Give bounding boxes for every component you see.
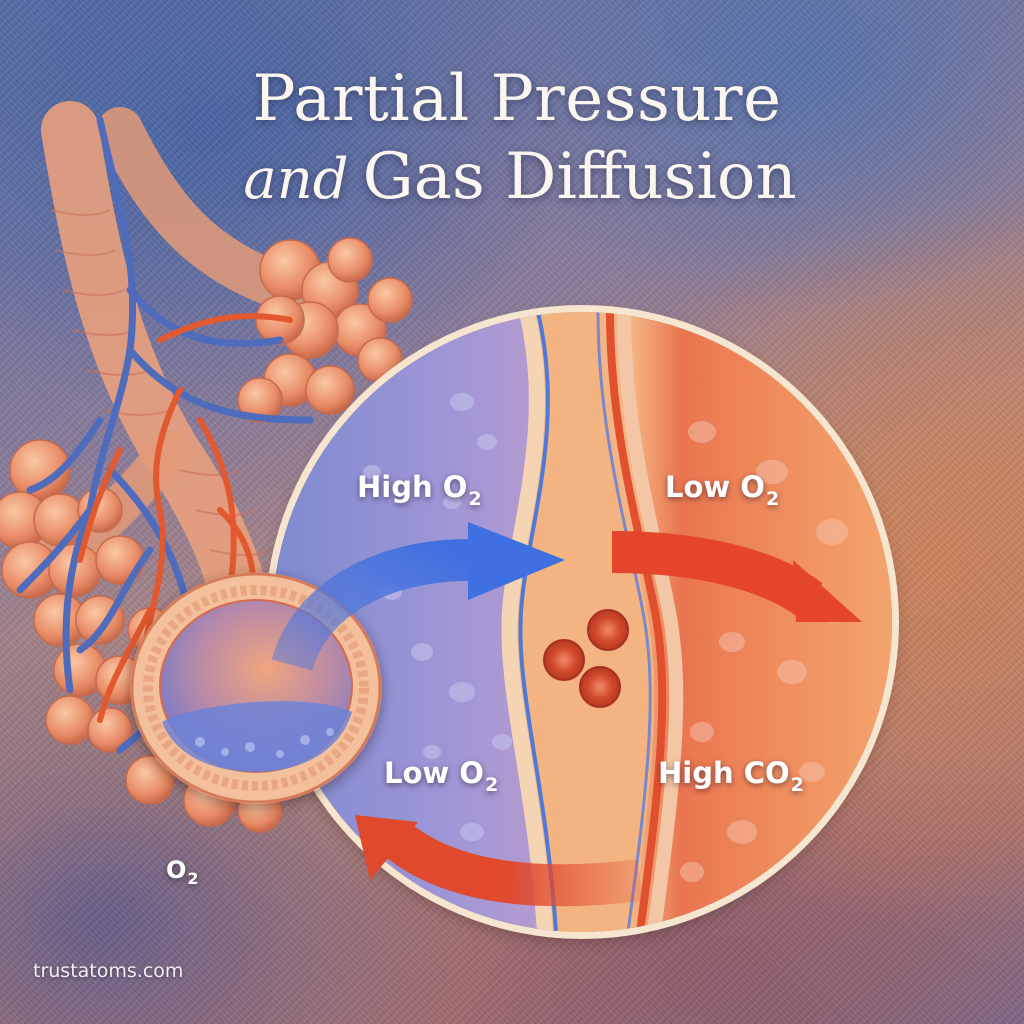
label-o2-molecule: O2 xyxy=(166,856,199,888)
label-high-co2-blood: High CO2 xyxy=(658,756,804,796)
red-blood-cells xyxy=(543,609,629,708)
title-line-1: Partial Pressure xyxy=(252,62,782,136)
label-low-o2-blood: Low O2 xyxy=(665,470,780,510)
bronchiole-illustration xyxy=(0,101,413,833)
watermark: trustatoms.com xyxy=(33,960,184,982)
title-italic-word: and xyxy=(243,147,349,212)
alveolus-cross-section xyxy=(130,572,382,804)
label-high-o2-alveolar: High O2 xyxy=(357,470,482,510)
title-line-2-rest: Gas Diffusion xyxy=(362,140,797,214)
label-low-o2-alveolar: Low O2 xyxy=(384,756,499,796)
